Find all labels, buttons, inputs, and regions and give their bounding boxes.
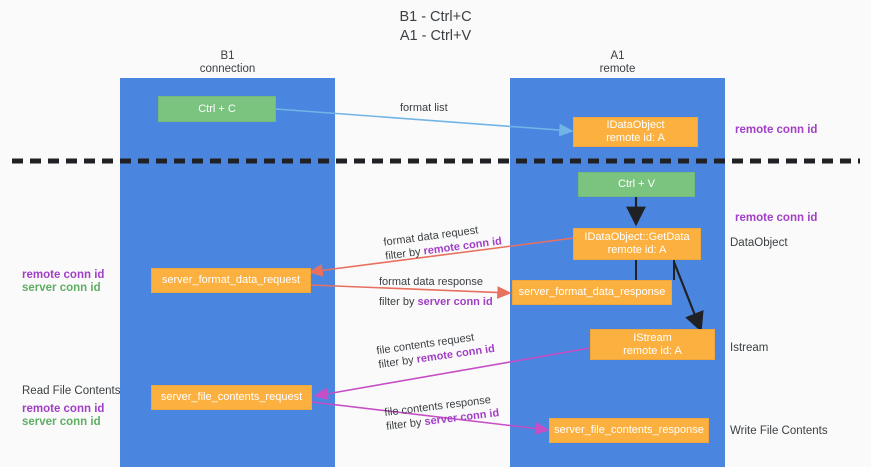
annotation-left-remote-conn-id: remote conn id	[22, 269, 105, 281]
edge-label-format-data-response-filter: filter by server conn id	[379, 295, 493, 309]
node-istream[interactable]: IStream remote id: A	[590, 329, 715, 360]
column-header-b1-sub: connection	[199, 63, 256, 75]
annotation-left-server-conn-id: server conn id	[22, 282, 101, 294]
edge-label-format-data-request: format data request filter by remote con…	[383, 220, 503, 263]
edge-label-format-data-response-text: format data response	[379, 276, 483, 288]
annotation-right-remote-conn-id-mid: remote conn id	[735, 212, 818, 224]
node-server-file-contents-response[interactable]: server_file_contents_response	[549, 418, 709, 443]
annotation-left-bottom-server-conn-id: server conn id	[22, 416, 101, 428]
filter-prefix: filter by	[384, 245, 425, 263]
edge-label-format-list: format list	[400, 102, 448, 114]
column-header-a1-sub: remote	[599, 63, 636, 75]
annotation-left-read-file-contents: Read File Contents	[22, 385, 121, 397]
node-getdata[interactable]: IDataObject::GetData remote id: A	[573, 228, 701, 260]
column-header-a1-name: A1	[610, 50, 625, 62]
filter-prefix: filter by	[379, 296, 418, 308]
node-idataobject[interactable]: IDataObject remote id: A	[573, 117, 698, 147]
filter-key-server-conn-id: server conn id	[417, 296, 493, 308]
edge-label-file-contents-request: file contents request filter by remote c…	[376, 328, 496, 372]
annotation-left-bottom-remote-conn-id: remote conn id	[22, 403, 105, 415]
annotation-right-remote-conn-id-top: remote conn id	[735, 124, 818, 136]
node-server-format-data-request[interactable]: server_format_data_request	[151, 268, 311, 293]
filter-prefix: filter by	[377, 353, 418, 372]
column-header-a1: A1 remote	[540, 50, 695, 76]
node-ctrl-v[interactable]: Ctrl + V	[578, 172, 695, 197]
node-ctrl-c[interactable]: Ctrl + C	[158, 96, 276, 122]
column-header-b1-name: B1	[220, 50, 235, 62]
edge-label-format-data-response: format data response filter by server co…	[379, 275, 493, 309]
filter-prefix: filter by	[385, 416, 426, 433]
edge-label-file-contents-response: file contents response filter by server …	[384, 392, 500, 434]
column-header-b1: B1 connection	[150, 50, 305, 76]
node-server-file-contents-request[interactable]: server_file_contents_request	[151, 385, 312, 410]
annotation-right-dataobject: DataObject	[730, 237, 788, 249]
page-title: B1 - Ctrl+C A1 - Ctrl+V	[399, 9, 472, 44]
node-server-format-data-response[interactable]: server_format_data_response	[512, 280, 672, 305]
annotation-right-istream: Istream	[730, 342, 769, 354]
annotation-right-write-file-contents: Write File Contents	[730, 425, 828, 437]
